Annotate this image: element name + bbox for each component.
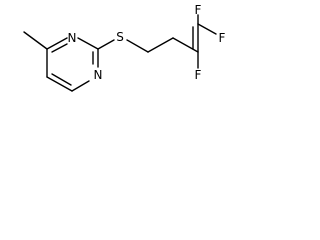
atom-fluorine-bottom: F <box>195 68 202 82</box>
bond-c4-n3 <box>46 37 68 50</box>
atom-n-bottom: N <box>94 68 103 82</box>
bond-s-ch2 <box>126 39 149 53</box>
bond-c6-c5-double <box>51 73 72 86</box>
bond-cf2-f-right <box>197 23 217 35</box>
bond-ch2-cf <box>172 37 199 53</box>
bond-n1-c6 <box>71 80 90 92</box>
bond-n3-c2 <box>77 37 99 50</box>
atom-fluorine-right: F <box>219 31 226 45</box>
molecule-structure: N N S F F F <box>23 3 226 92</box>
bond-methyl <box>23 31 48 50</box>
bond-ch2-ch2 <box>147 37 174 53</box>
atom-n-top: N <box>68 31 77 45</box>
atom-sulfur: S <box>116 30 124 44</box>
bond-c6-c5 <box>46 76 73 92</box>
atom-fluorine-top: F <box>195 3 202 17</box>
bond-c4-n3-double <box>51 43 68 53</box>
bond-c2-s <box>97 39 115 50</box>
